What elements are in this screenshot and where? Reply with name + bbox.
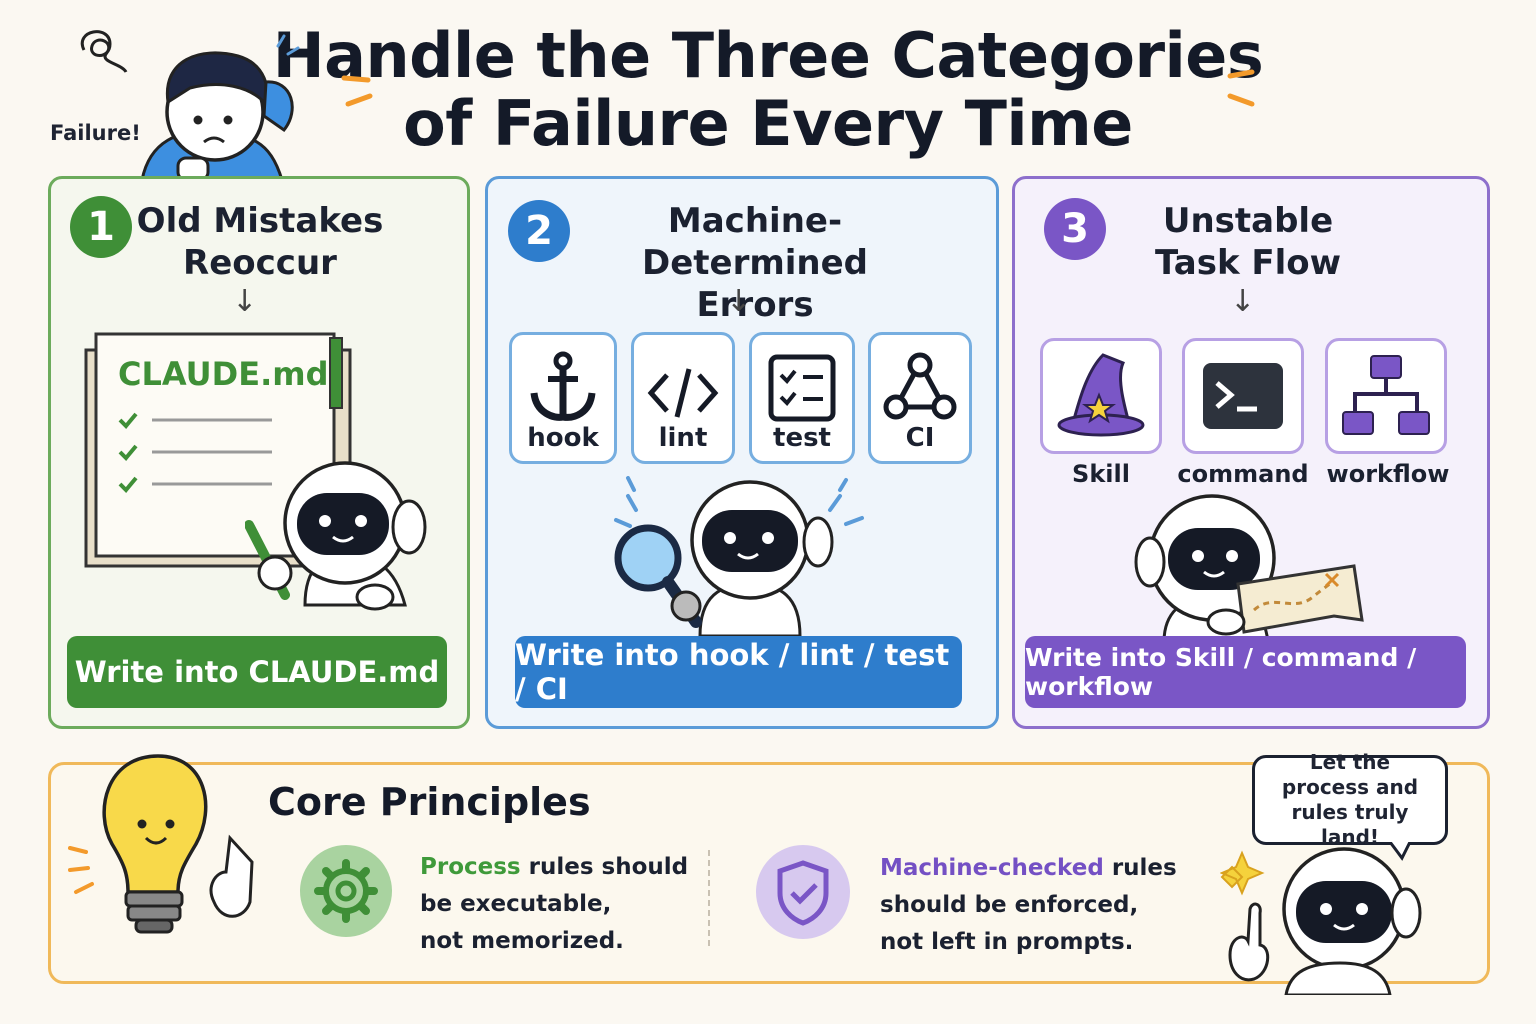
panel-1-arrow-icon: ↓ — [232, 284, 258, 319]
failure-label: Failure! — [50, 121, 141, 145]
robot-icon — [1134, 494, 1364, 642]
robot-icon — [245, 461, 427, 611]
panel-2-number: 2 — [508, 200, 570, 262]
tool-hook: hook — [509, 332, 617, 464]
workflow-icon — [1342, 355, 1430, 435]
speech-bubble: Let the process and rules truly land! — [1252, 750, 1448, 849]
spark-right-icon — [1227, 69, 1255, 107]
core-title: Core Principles — [268, 780, 591, 824]
anchor-icon — [530, 351, 596, 421]
tool-hook-label: hook — [527, 423, 599, 453]
spark-left-icon — [341, 75, 373, 107]
principle-machine-checked: Machine-checked rules should be enforced… — [880, 855, 1177, 955]
shield-check-icon — [756, 845, 850, 939]
panel-1-number: 1 — [70, 196, 132, 258]
panel-3-banner: Write into Skill / command / workflow — [1025, 636, 1466, 708]
bubble-tail-icon — [1388, 842, 1412, 861]
checklist-icon — [768, 354, 836, 422]
gear-icon — [300, 845, 392, 937]
panel-2-banner: Write into hook / lint / test / CI — [515, 636, 962, 708]
divider — [708, 850, 710, 946]
tool-lint-label: lint — [658, 423, 708, 453]
tool-lint: lint — [631, 332, 735, 464]
wizard-hat-icon — [1057, 353, 1145, 437]
tool-command — [1182, 338, 1304, 454]
network-icon — [883, 352, 957, 420]
panel-3-title: Unstable Task Flow — [1154, 201, 1342, 283]
panel-2-title: Machine-Determined Errors — [641, 201, 869, 325]
panel-2-arrow-icon: ↓ — [726, 284, 752, 319]
panel-1-title: Old Mistakes Reoccur — [136, 201, 384, 283]
lightbulb-icon — [68, 754, 254, 934]
panel-3-arrow-icon: ↓ — [1230, 284, 1256, 319]
title-line-1: Handle the Three Categories — [272, 19, 1264, 92]
confused-boy-icon — [80, 30, 300, 182]
tool-ci: CI — [868, 332, 972, 464]
tool-workflow-label: workflow — [1326, 460, 1450, 488]
code-icon — [647, 368, 719, 418]
tool-workflow — [1325, 338, 1447, 454]
page-title: Handle the Three Categories of Failure E… — [0, 22, 1536, 158]
robot-icon — [1220, 847, 1422, 995]
tool-skill-label: Skill — [1072, 460, 1130, 488]
notebook-title: CLAUDE.md — [118, 355, 329, 393]
tool-test-label: test — [773, 423, 831, 453]
title-line-2: of Failure Every Time — [403, 87, 1133, 160]
tool-test: test — [749, 332, 855, 464]
tool-skill — [1040, 338, 1162, 454]
tool-command-label: command — [1177, 460, 1309, 488]
terminal-icon — [1203, 363, 1283, 429]
robot-icon — [614, 476, 864, 636]
panel-3-number: 3 — [1044, 198, 1106, 260]
panel-1-banner: Write into CLAUDE.md — [67, 636, 447, 708]
tool-ci-label: CI — [905, 423, 935, 453]
principle-process: Process rules should be executable, not … — [420, 854, 689, 954]
